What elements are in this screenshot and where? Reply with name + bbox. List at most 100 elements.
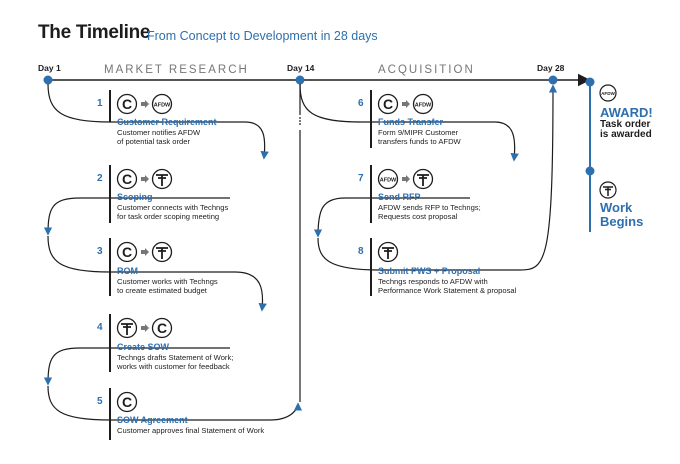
flow-step7-loop xyxy=(313,197,470,238)
work-line2: Begins xyxy=(600,214,644,229)
svg-text:C: C xyxy=(122,96,132,112)
step-title: Send RFP xyxy=(378,192,421,202)
svg-text:C: C xyxy=(122,394,132,410)
svg-text:AFDW: AFDW xyxy=(154,103,171,109)
afdw-icon: AFDW xyxy=(377,168,399,190)
techngs-icon xyxy=(377,241,399,263)
arrow-right-icon xyxy=(141,175,149,183)
step-number: 5 xyxy=(97,396,103,407)
customer-icon: C xyxy=(116,93,138,115)
award-title: AWARD! xyxy=(600,105,653,120)
techngs-icon xyxy=(151,168,173,190)
step-desc-line1: Techngs responds to AFDW with xyxy=(378,277,488,286)
afdw-icon: AFDW xyxy=(151,93,173,115)
svg-text:C: C xyxy=(157,320,167,336)
afdw-icon: AFDW xyxy=(412,93,434,115)
svg-text:AFDW: AFDW xyxy=(415,103,432,109)
afdw-icon: AFDW xyxy=(599,84,617,102)
svg-text:AFDW: AFDW xyxy=(601,91,615,96)
techngs-icon xyxy=(151,241,173,263)
flow-step8-to-day28 xyxy=(519,84,558,271)
step-bar xyxy=(109,165,111,223)
step-desc-line1: Techngs drafts Statement of Work; xyxy=(117,353,234,362)
flow-step1-to-step2 xyxy=(244,121,269,160)
award-line1: Task order xyxy=(600,119,651,130)
work-line1: Work xyxy=(600,200,633,215)
arrow-right-icon xyxy=(141,100,149,108)
award-node xyxy=(585,77,595,87)
flow-step4-loop xyxy=(43,347,230,386)
step-title: Scoping xyxy=(117,192,153,202)
step-bar xyxy=(109,90,111,122)
work-node xyxy=(585,166,595,176)
step-bar xyxy=(370,165,372,223)
svg-text:C: C xyxy=(122,244,132,260)
customer-icon: C xyxy=(116,241,138,263)
day14-label: Day 14 xyxy=(287,63,315,73)
step-bar xyxy=(109,238,111,296)
step-number: 4 xyxy=(97,322,103,333)
svg-text:C: C xyxy=(122,171,132,187)
step-desc-line1: Customer connects with Techngs xyxy=(117,203,229,212)
step-number: 1 xyxy=(97,98,103,109)
step-desc-line2: Requests cost proposal xyxy=(378,212,458,221)
flow-step2-loop xyxy=(43,197,230,236)
flow-day1-to-step1 xyxy=(47,83,245,123)
step-desc-line2: to create estimated budget xyxy=(117,286,207,295)
step-desc-line1: Customer works with Techngs xyxy=(117,277,218,286)
step-title: Submit PWS + Proposal xyxy=(378,266,481,276)
flow-step3-line xyxy=(47,235,235,273)
step-desc-line1: Customer approves final Statement of Wor… xyxy=(117,426,265,435)
customer-icon: C xyxy=(116,168,138,190)
step-bar xyxy=(370,90,372,148)
arrow-right-icon xyxy=(402,175,410,183)
flow-day14-to-step6 xyxy=(299,83,495,123)
step-title: Create SOW xyxy=(117,342,170,352)
phase-acquisition: ACQUISITION xyxy=(378,64,475,76)
day1-label: Day 1 xyxy=(38,63,61,73)
day14-node xyxy=(295,75,305,85)
customer-icon: C xyxy=(151,317,173,339)
techngs-icon xyxy=(599,181,617,199)
arrow-right-icon xyxy=(141,248,149,256)
techngs-icon xyxy=(116,317,138,339)
step-desc-line2: Performance Work Statement & proposal xyxy=(378,286,517,295)
step-bar xyxy=(109,388,111,440)
step-title: ROM xyxy=(117,266,138,276)
step-number: 6 xyxy=(358,98,364,109)
step-title: Customer Requirement xyxy=(117,117,217,127)
customer-icon: C xyxy=(116,391,138,413)
step-bar xyxy=(109,314,111,372)
flow-step3-to-step4 xyxy=(234,271,267,312)
step-desc-line2: for task order scoping meeting xyxy=(117,212,220,221)
svg-text:AFDW: AFDW xyxy=(380,178,397,184)
flow-step6-to-step7 xyxy=(494,121,519,162)
day28-node xyxy=(548,75,558,85)
step-number: 2 xyxy=(97,173,103,184)
step-bar xyxy=(370,238,372,296)
arrow-right-icon xyxy=(402,100,410,108)
step-number: 8 xyxy=(358,246,364,257)
day1-node xyxy=(43,75,53,85)
techngs-icon xyxy=(412,168,434,190)
work-begins: Work Begins xyxy=(600,201,643,229)
award-line2: is awarded xyxy=(600,129,652,140)
step-desc-line2: works with customer for feedback xyxy=(117,362,230,371)
step-desc-line2: of potential task order xyxy=(117,137,191,146)
day28-label: Day 28 xyxy=(537,63,565,73)
award-subtitle: Task order is awarded xyxy=(600,120,652,140)
phase-market-research: MARKET RESEARCH xyxy=(104,64,249,76)
step-title: SOW Agreement xyxy=(117,415,188,425)
flow-step8-line xyxy=(317,237,520,271)
customer-icon: C xyxy=(377,93,399,115)
page-title: The Timeline xyxy=(38,22,151,43)
page-subtitle: From Concept to Development in 28 days xyxy=(147,29,378,43)
step-desc-line1: Customer notifies AFDW xyxy=(117,128,201,137)
step-title: Funds Transfer xyxy=(378,117,444,127)
step-desc-line1: Form 9/MIPR Customer xyxy=(378,128,459,137)
step-number: 3 xyxy=(97,246,103,257)
step-number: 7 xyxy=(358,173,364,184)
svg-text:C: C xyxy=(383,96,393,112)
